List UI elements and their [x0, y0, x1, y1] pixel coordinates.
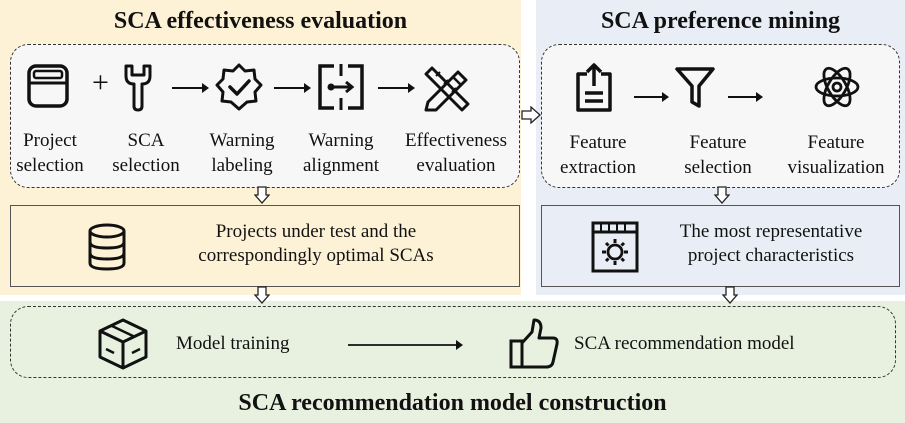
hollow-arrow-down-2	[714, 186, 730, 204]
footer-title: SCA recommendation model construction	[238, 390, 667, 416]
model-group	[10, 306, 896, 378]
hollow-arrow-right	[521, 106, 541, 124]
arrow-2	[274, 83, 311, 93]
plus-sign: +	[92, 66, 109, 99]
arrow-3	[378, 83, 415, 93]
database-icon	[88, 223, 126, 271]
filter-icon	[675, 67, 715, 108]
recommendation-model-label: SCA recommendation model	[574, 333, 795, 354]
right-result-box	[541, 205, 900, 287]
step-project-selection: Project selection	[16, 130, 84, 176]
window-icon	[27, 64, 69, 108]
left-result-text: Projects under test and the correspondin…	[198, 221, 434, 266]
atom-icon	[814, 66, 860, 108]
hollow-arrow-down-4	[722, 286, 738, 304]
step-warning-alignment: Warning alignment	[303, 130, 379, 176]
step-feature-extraction: Feature extraction	[560, 132, 636, 178]
right-result-text: The most representative project characte…	[679, 221, 863, 266]
left-steps-group	[10, 44, 520, 188]
arrow-1	[172, 83, 209, 93]
step-effectiveness-evaluation: Effectiveness evaluation	[405, 130, 507, 176]
thumbs-up-icon	[509, 318, 559, 369]
step-feature-visualization: Feature visualization	[787, 132, 885, 178]
box-icon	[98, 318, 148, 370]
arrow-4	[634, 92, 669, 102]
badge-check-icon	[215, 63, 263, 111]
pencil-ruler-icon	[424, 66, 470, 112]
model-training-label: Model training	[176, 333, 290, 354]
step-feature-selection: Feature selection	[684, 132, 752, 178]
step-warning-labeling: Warning labeling	[209, 130, 275, 176]
clipboard-upload-icon	[576, 63, 612, 112]
header-right: SCA preference mining	[600, 8, 841, 34]
arrow-6	[348, 340, 463, 350]
align-icon	[318, 64, 364, 110]
hollow-arrow-down-3	[254, 286, 270, 304]
hollow-arrow-down-1	[254, 186, 270, 204]
arrow-5	[728, 92, 763, 102]
step-sca-selection: SCA selection	[112, 130, 180, 176]
header-left: SCA effectiveness evaluation	[113, 8, 408, 34]
settings-window-icon	[591, 221, 639, 273]
wrench-icon	[124, 64, 152, 112]
